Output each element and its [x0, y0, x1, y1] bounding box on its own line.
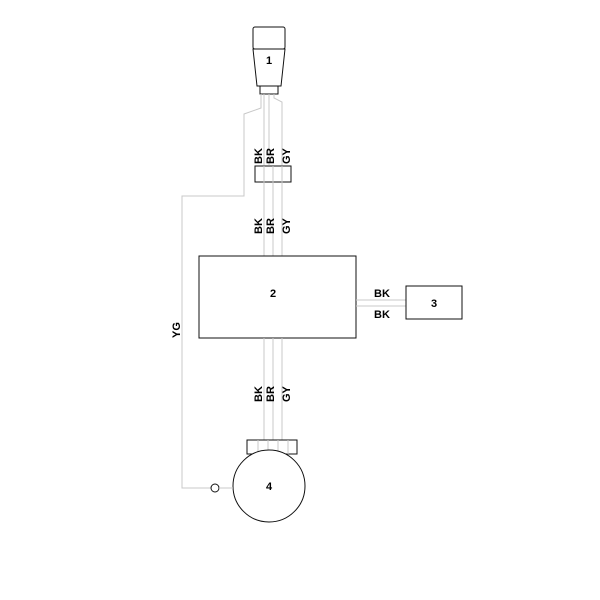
- wire-yg-ground: [181, 94, 262, 489]
- motor-4-body: [232, 449, 306, 523]
- component-2-body: [198, 255, 357, 339]
- label-br-mid: BR: [265, 218, 277, 234]
- labels-top: BK BR GY: [253, 147, 293, 164]
- component-3-label: 3: [431, 298, 437, 310]
- component-3-body: [405, 285, 463, 320]
- wire-gy-top: [273, 94, 283, 165]
- component-1-connector: 1: [252, 26, 286, 95]
- component-2-label: 2: [270, 288, 276, 300]
- label-bk-bottom: BK: [253, 386, 265, 402]
- label-gy-bottom: GY: [281, 385, 293, 402]
- label-bk-mid: BK: [253, 218, 265, 234]
- label-bk-top: BK: [253, 148, 265, 164]
- ground-terminal: [210, 483, 220, 493]
- harness-side: BK BK: [356, 288, 406, 321]
- component-2-unit: 2: [198, 255, 357, 339]
- component-4-label: 4: [266, 481, 273, 493]
- harness-mid: [263, 182, 283, 256]
- label-br-top: BR: [265, 148, 277, 164]
- label-bk-side-2: BK: [374, 309, 390, 321]
- harness-top: [181, 94, 283, 489]
- labels-mid: BK BR GY: [253, 217, 293, 234]
- label-br-bottom: BR: [265, 386, 277, 402]
- label-gy-mid: GY: [281, 217, 293, 234]
- label-gy-top: GY: [281, 147, 293, 164]
- component-1-label: 1: [266, 55, 272, 67]
- labels-bottom: BK BR GY: [253, 385, 293, 402]
- connector-1-body: [252, 48, 286, 87]
- label-yg: YG: [171, 322, 183, 338]
- harness-bottom: [263, 338, 283, 440]
- label-bk-side-1: BK: [374, 288, 390, 300]
- component-3-unit: 3: [405, 285, 463, 320]
- component-4-motor: 4: [210, 439, 306, 523]
- connector-1-ferrule: [259, 85, 279, 95]
- junction-block: [254, 165, 292, 183]
- connector-1-cap: [252, 26, 286, 50]
